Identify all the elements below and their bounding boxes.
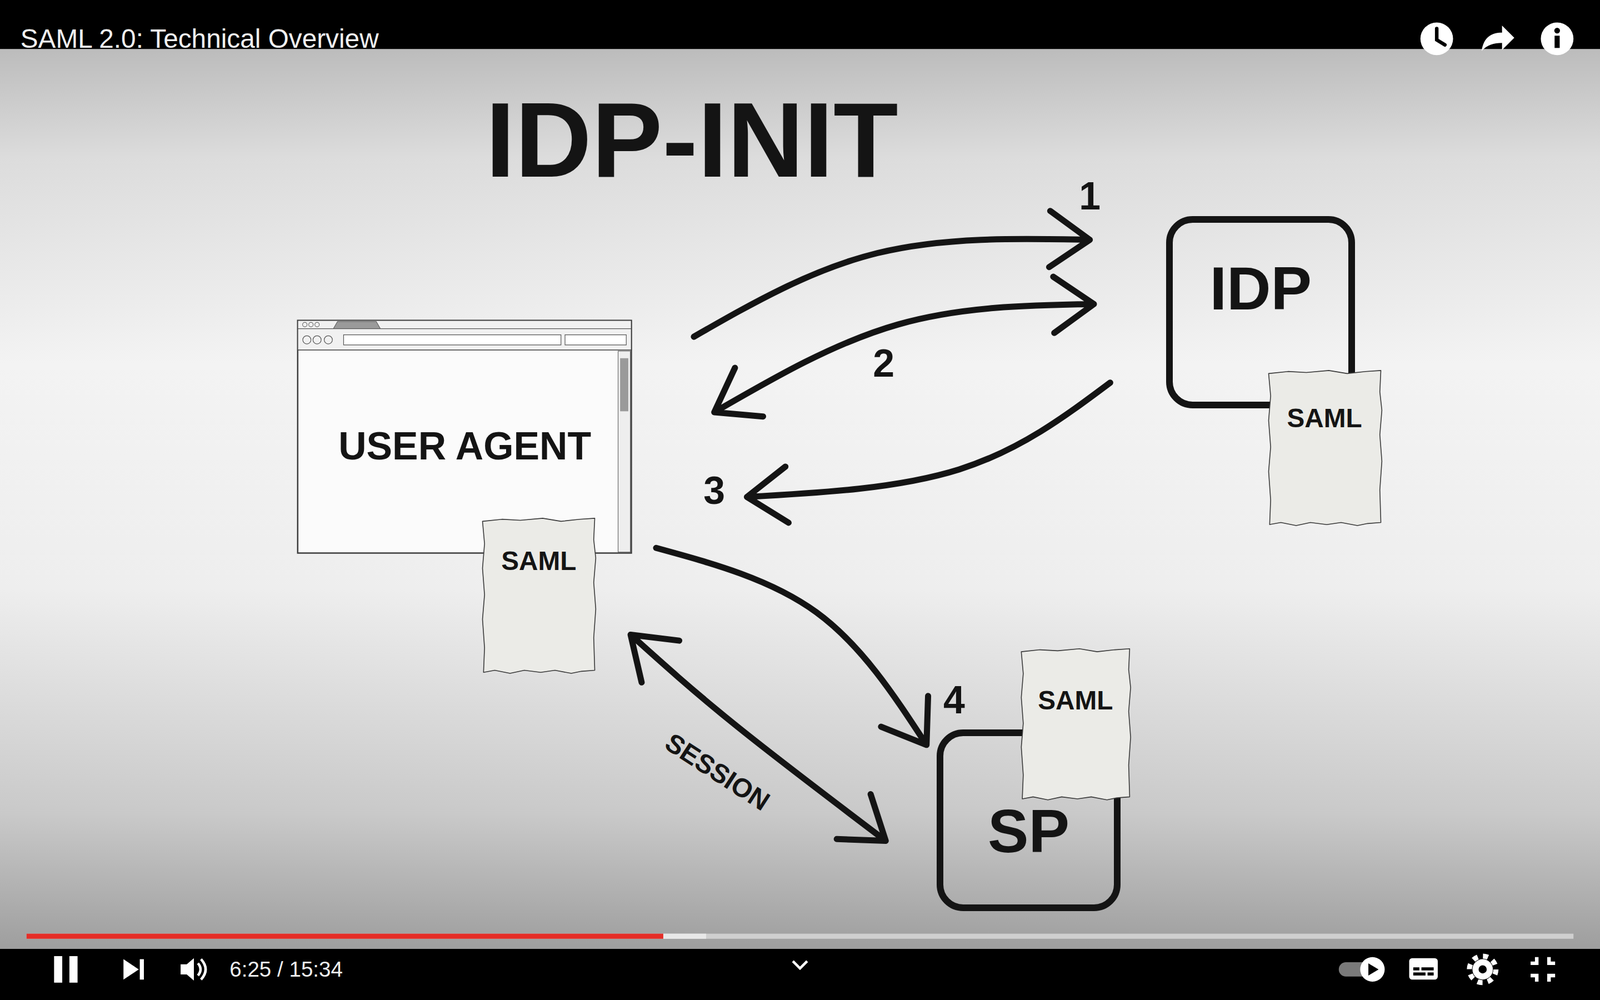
label-anchor: 6:25 / 15:34: [229, 957, 343, 982]
node-label: SAML: [501, 546, 577, 577]
flow-arrow: [746, 382, 1110, 523]
progress-buffer: [663, 933, 707, 939]
saml-document: SAML: [1018, 647, 1133, 802]
step-number: 2: [872, 341, 895, 386]
volume-icon: [180, 958, 206, 981]
edge-label-anchor: 2: [872, 341, 895, 386]
step-number: 1: [1078, 173, 1101, 219]
step-number: 4: [943, 677, 965, 723]
node-label: IDP: [1209, 253, 1312, 324]
diagram-title: IDP-INIT: [485, 86, 899, 193]
settings-icon: [1469, 956, 1497, 983]
edge-label-anchor: 4: [943, 677, 965, 723]
paper-outline: [1018, 647, 1133, 802]
autoplay-toggle: [1338, 957, 1385, 982]
time-display: 6:25 / 15:34: [229, 957, 343, 982]
fullscreen-exit-icon: [1530, 957, 1555, 982]
next-icon: [123, 959, 144, 980]
info-icon: [1540, 22, 1574, 55]
title-anchor: IDP-INIT: [485, 86, 899, 193]
flow-arrow: [630, 634, 886, 841]
node-label: USER AGENT: [338, 423, 592, 469]
pause-icon: [53, 956, 78, 983]
edge-label-anchor: 3: [703, 468, 725, 513]
label-anchor: SAML 2.0: Technical Overview: [20, 23, 379, 54]
saml-document: SAML: [1265, 369, 1384, 527]
video-title: SAML 2.0: Technical Overview: [20, 23, 379, 54]
node-label: SAML: [1286, 403, 1362, 434]
edge-label-anchor: 1: [1078, 173, 1101, 219]
control-bar: [0, 948, 1600, 1000]
edge-label-anchor: SESSION: [659, 727, 775, 818]
flow-arrow: [714, 276, 1094, 417]
node-label: SP: [987, 796, 1070, 867]
progress-track: [26, 933, 1574, 939]
clock-icon: [1420, 22, 1454, 55]
paper-outline: [479, 517, 598, 675]
flow-arrow: [693, 211, 1090, 337]
video-area: [0, 48, 1600, 949]
subtitles-icon: [1409, 958, 1438, 980]
chevron-icon: [792, 961, 808, 969]
node-label: SAML: [1037, 685, 1113, 717]
flow-arrow: [656, 547, 929, 745]
paper-outline: [1265, 369, 1384, 527]
saml-document: SAML: [479, 517, 598, 675]
step-number: SESSION: [659, 727, 775, 818]
step-number: 3: [703, 468, 725, 513]
progress-played: [26, 933, 664, 939]
share-icon: [1481, 25, 1515, 52]
